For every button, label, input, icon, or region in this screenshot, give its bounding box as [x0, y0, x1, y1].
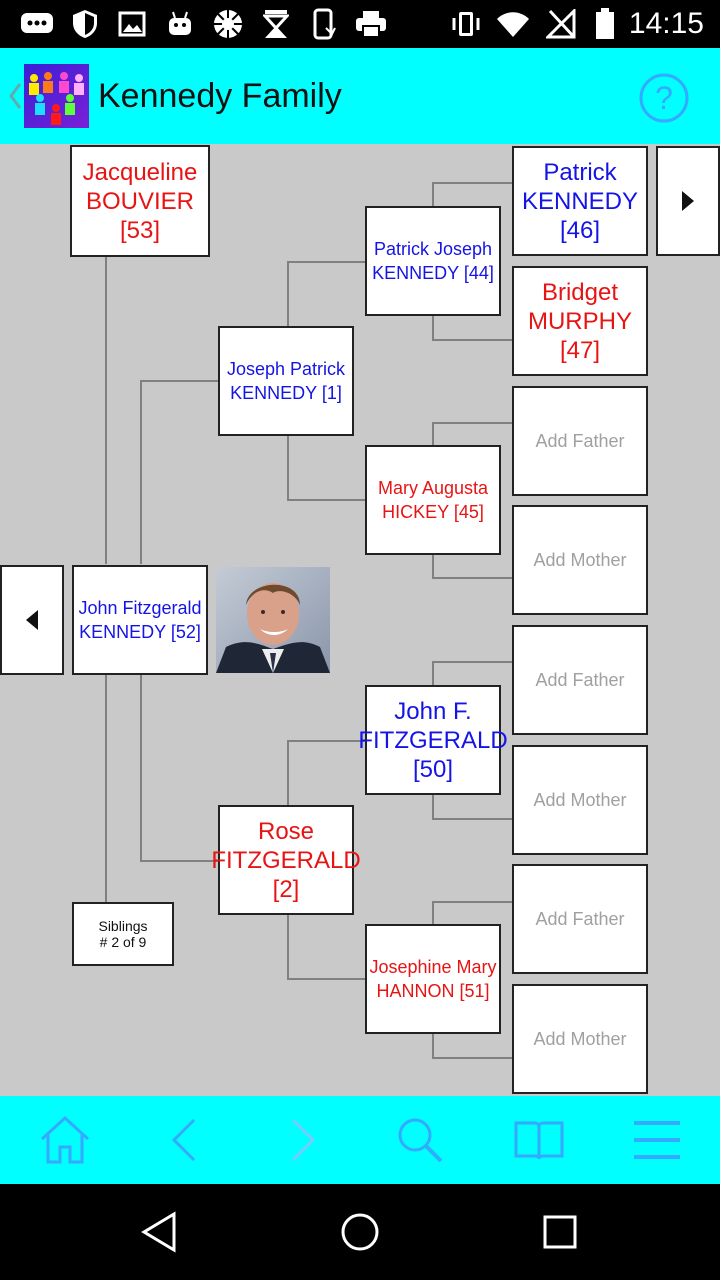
back-chevron-icon[interactable] — [6, 76, 24, 116]
search-icon[interactable] — [392, 1114, 448, 1166]
print-icon — [354, 8, 388, 40]
connector-lines — [105, 182, 512, 1059]
home-icon[interactable] — [37, 1114, 93, 1166]
add-father-button[interactable]: Add Father — [512, 386, 648, 496]
no-signal-icon — [544, 8, 578, 40]
download-icon — [259, 8, 293, 40]
status-time: 14:15 — [628, 7, 704, 40]
app-bar: Kennedy Family ? — [0, 48, 720, 144]
wifi-icon — [496, 8, 530, 40]
battery-icon — [588, 8, 622, 40]
image-icon — [115, 8, 149, 40]
pedigree-tree: Jacqueline BOUVIER [53] John Fitzgerald … — [0, 144, 720, 1096]
messages-icon — [20, 8, 54, 40]
arrow-left-icon — [26, 610, 38, 630]
person-box-root[interactable]: John Fitzgerald KENNEDY [52] — [72, 565, 208, 675]
add-mother-button[interactable]: Add Mother — [512, 984, 648, 1094]
person-box-gg2[interactable]: Bridget MURPHY [47] — [512, 266, 648, 376]
svg-text:?: ? — [655, 80, 673, 116]
system-recents-icon[interactable] — [536, 1208, 584, 1256]
person-box-maternal-grandfather[interactable]: John F. FITZGERALD [50] — [358, 685, 508, 795]
help-icon[interactable]: ? — [638, 72, 690, 124]
add-mother-button[interactable]: Add Mother — [512, 745, 648, 855]
menu-icon[interactable] — [629, 1114, 685, 1166]
bottom-toolbar — [0, 1096, 720, 1184]
siblings-box[interactable]: Siblings # 2 of 9 — [72, 902, 174, 966]
person-photo[interactable] — [216, 567, 330, 673]
next-generation-button[interactable] — [656, 146, 720, 256]
android-icon — [163, 8, 197, 40]
person-box-mother[interactable]: Rose FITZGERALD [2] — [211, 805, 361, 915]
add-father-button[interactable]: Add Father — [512, 864, 648, 974]
system-back-icon[interactable] — [136, 1208, 184, 1256]
person-box-paternal-grandmother[interactable]: Mary Augusta HICKEY [45] — [365, 445, 501, 555]
person-box-spouse[interactable]: Jacqueline BOUVIER [53] — [70, 145, 210, 257]
vibrate-icon — [449, 8, 483, 40]
add-mother-button[interactable]: Add Mother — [512, 505, 648, 615]
phone-icon — [307, 8, 341, 40]
app-title: Kennedy Family — [98, 77, 342, 115]
forward-arrow-icon[interactable] — [275, 1114, 331, 1166]
shield-icon — [68, 8, 102, 40]
aperture-icon — [211, 8, 245, 40]
book-icon[interactable] — [511, 1114, 567, 1166]
family-logo-icon[interactable] — [24, 64, 89, 128]
arrow-right-icon — [682, 191, 694, 211]
person-box-maternal-grandmother[interactable]: Josephine Mary HANNON [51] — [365, 924, 501, 1034]
prev-person-button[interactable] — [0, 565, 64, 675]
system-home-icon[interactable] — [336, 1208, 384, 1256]
person-box-gg1[interactable]: Patrick KENNEDY [46] — [512, 146, 648, 256]
back-arrow-icon[interactable] — [156, 1114, 212, 1166]
person-box-paternal-grandfather[interactable]: Patrick Joseph KENNEDY [44] — [365, 206, 501, 316]
person-box-father[interactable]: Joseph Patrick KENNEDY [1] — [218, 326, 354, 436]
add-father-button[interactable]: Add Father — [512, 625, 648, 735]
system-nav-bar — [0, 1184, 720, 1280]
status-bar: 14:15 — [0, 0, 720, 48]
